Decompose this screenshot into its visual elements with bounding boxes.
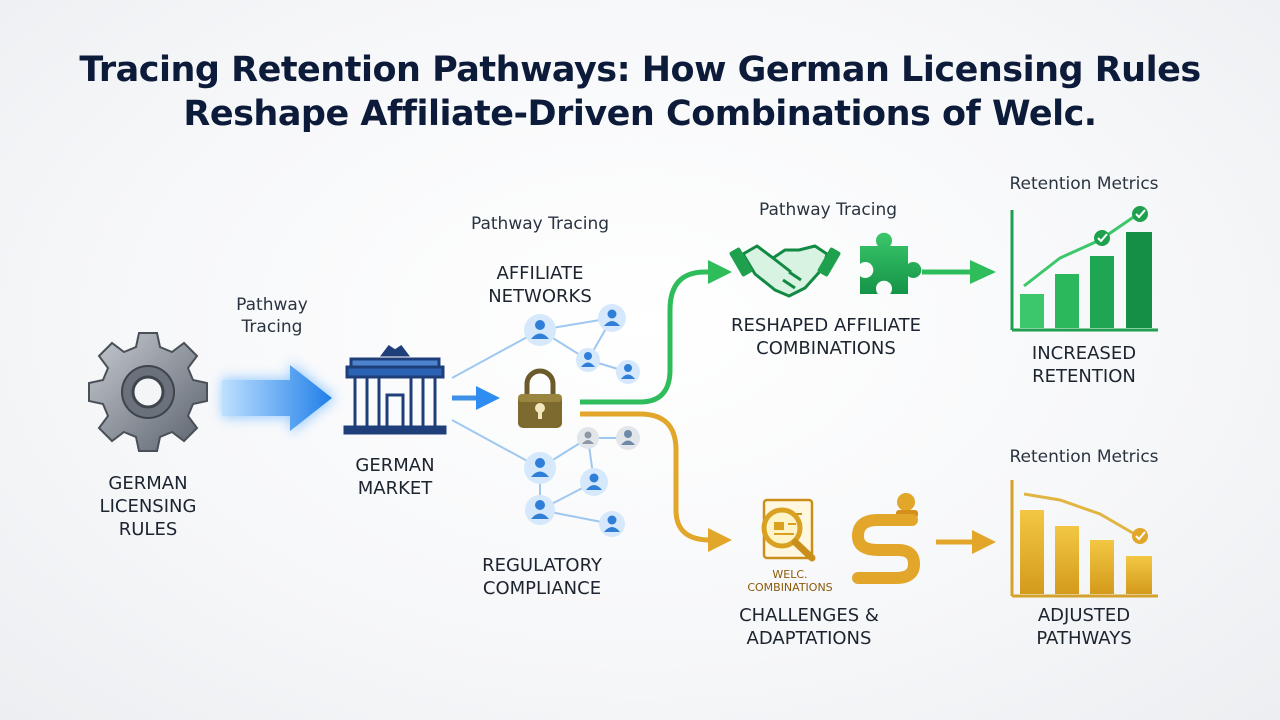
green-small-arrow bbox=[922, 260, 996, 284]
magnifier-document-icon bbox=[761, 498, 816, 562]
node-affiliate-label: AFFILIATE NETWORKS bbox=[470, 262, 610, 308]
winding-path-icon bbox=[851, 493, 921, 584]
compliance-line1: REGULATORY bbox=[482, 555, 602, 576]
gold-small-arrow bbox=[936, 530, 996, 554]
node-compliance-label: REGULATORY COMPLIANCE bbox=[460, 554, 624, 600]
node-reshaped-label: RESHAPED AFFILIATE COMBINATIONS bbox=[706, 314, 946, 360]
licensing-line3: RULES bbox=[118, 519, 178, 540]
affiliate-line1: AFFILIATE bbox=[496, 263, 584, 284]
handshake-icon bbox=[729, 244, 841, 298]
node-market-label: GERMAN MARKET bbox=[330, 454, 460, 500]
adjusted-line1: ADJUSTED bbox=[1037, 605, 1131, 626]
blue-pathway-arrow bbox=[222, 362, 336, 434]
market-line1: GERMAN bbox=[355, 455, 435, 476]
challenges-line1: CHALLENGES & bbox=[739, 605, 879, 626]
licensing-line1: GERMAN bbox=[108, 473, 188, 494]
rising-bar-chart-icon bbox=[1010, 206, 1158, 332]
node-adjusted-label: ADJUSTED PATHWAYS bbox=[1010, 604, 1158, 650]
affiliate-line2: NETWORKS bbox=[488, 286, 592, 307]
brandenburg-gate-icon bbox=[343, 344, 447, 435]
badge-line1: WELC. bbox=[772, 568, 808, 581]
pathway-label-left-line2: Tracing bbox=[241, 317, 303, 337]
licensing-line2: LICENSING bbox=[99, 496, 197, 517]
node-challenges-label: CHALLENGES & ADAPTATIONS bbox=[722, 604, 896, 650]
pathway-label-left: Pathway Tracing bbox=[210, 294, 334, 338]
badge-line2: COMBINATIONS bbox=[747, 581, 833, 594]
adjusted-line2: PATHWAYS bbox=[1036, 628, 1132, 649]
lock-icon bbox=[518, 368, 562, 428]
metrics-label-bottom: Retention Metrics bbox=[1009, 447, 1159, 467]
challenges-badge: WELC. COMBINATIONS bbox=[734, 568, 846, 594]
green-branch-arrow bbox=[580, 260, 732, 405]
increased-line1: INCREASED bbox=[1031, 343, 1137, 364]
node-licensing-label: GERMAN LICENSING RULES bbox=[78, 472, 218, 541]
reshaped-line2: COMBINATIONS bbox=[756, 338, 896, 359]
blue-small-arrow bbox=[452, 386, 500, 410]
gold-branch-arrow bbox=[580, 411, 732, 552]
reshaped-line1: RESHAPED AFFILIATE bbox=[731, 315, 921, 336]
title-line-2: Reshape Affiliate-Driven Combinations of… bbox=[183, 94, 1097, 134]
node-increased-label: INCREASED RETENTION bbox=[1010, 342, 1158, 388]
diagram-title: Tracing Retention Pathways: How German L… bbox=[0, 48, 1280, 136]
people-network-icon bbox=[524, 304, 640, 537]
market-line2: MARKET bbox=[357, 478, 433, 499]
metrics-label-top: Retention Metrics bbox=[1009, 174, 1159, 194]
compliance-line2: COMPLIANCE bbox=[482, 578, 602, 599]
falling-bar-chart-icon bbox=[1010, 480, 1158, 598]
increased-line2: RETENTION bbox=[1032, 366, 1136, 387]
gear-icon bbox=[88, 332, 208, 452]
pathway-label-left-line1: Pathway bbox=[236, 295, 308, 315]
puzzle-icon bbox=[860, 232, 922, 294]
title-line-1: Tracing Retention Pathways: How German L… bbox=[79, 50, 1201, 90]
challenges-line2: ADAPTATIONS bbox=[746, 628, 872, 649]
pathway-label-mid: Pathway Tracing bbox=[470, 214, 610, 234]
pathway-label-top: Pathway Tracing bbox=[758, 200, 898, 220]
